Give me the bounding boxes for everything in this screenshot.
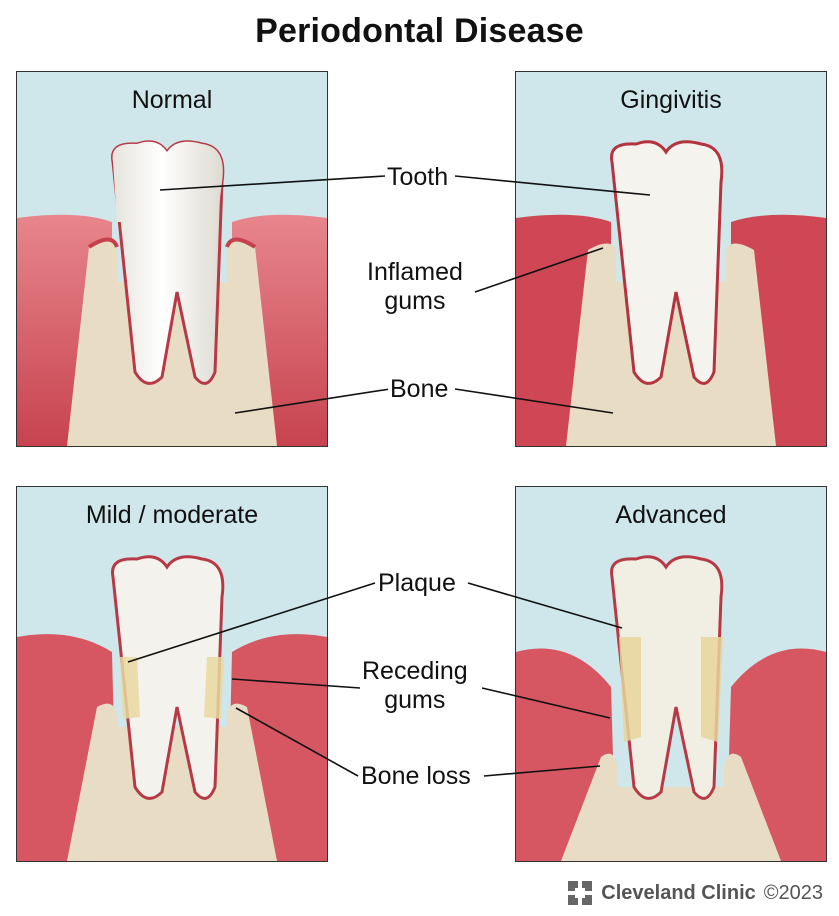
bone-loss-leader-left bbox=[235, 707, 359, 777]
label-tooth: Tooth bbox=[385, 163, 451, 192]
panel-title: Advanced bbox=[615, 501, 727, 529]
panel-title: Normal bbox=[131, 86, 213, 114]
tooth-illustration-mild bbox=[17, 487, 327, 861]
bone-leader-right bbox=[454, 388, 614, 414]
tooth-illustration-advanced bbox=[516, 487, 826, 861]
label-bone: Bone bbox=[388, 375, 451, 404]
copyright: ©2023 bbox=[763, 881, 823, 904]
panel-normal: Normal bbox=[16, 71, 328, 447]
panel-advanced: Advanced bbox=[515, 486, 827, 862]
tooth-illustration-normal bbox=[17, 72, 327, 446]
panel-title: Mild / moderate bbox=[85, 501, 259, 529]
label-plaque: Plaque bbox=[376, 569, 458, 598]
label-bone-loss: Bone loss bbox=[359, 762, 473, 791]
panel-gingivitis: Gingivitis bbox=[515, 71, 827, 447]
plaque-leader-left bbox=[127, 582, 376, 663]
label-receding-gums: Receding gums bbox=[360, 657, 470, 715]
tooth-leader-left bbox=[159, 175, 386, 191]
page-title: Periodontal Disease bbox=[255, 12, 584, 50]
bone-leader-left bbox=[234, 388, 391, 414]
receding-gums-leader-left bbox=[231, 678, 361, 689]
tooth-leader-right bbox=[454, 175, 651, 196]
bone-loss-leader-right bbox=[483, 765, 601, 777]
footer: Cleveland Clinic ©2023 bbox=[567, 880, 823, 906]
inflamed-gums-leader bbox=[474, 247, 604, 293]
receding-gums-leader-right bbox=[481, 687, 611, 719]
panel-title: Gingivitis bbox=[620, 86, 722, 114]
brand-name: Cleveland Clinic bbox=[601, 881, 756, 904]
label-inflamed-gums: Inflamed gums bbox=[365, 258, 465, 316]
tooth-illustration-gingivitis bbox=[516, 72, 826, 446]
cleveland-clinic-logo-icon bbox=[568, 881, 593, 905]
panel-mild-moderate: Mild / moderate bbox=[16, 486, 328, 862]
plaque-leader-right bbox=[467, 582, 623, 629]
